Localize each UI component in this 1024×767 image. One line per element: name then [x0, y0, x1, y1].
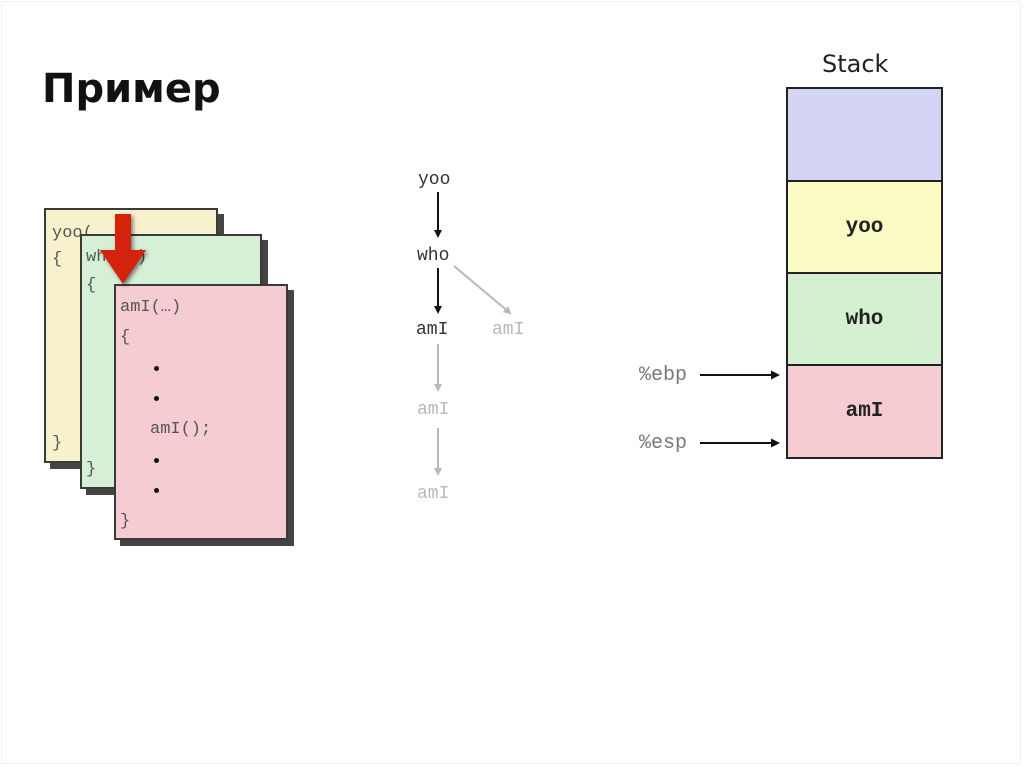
register-esp-label: %esp: [639, 432, 688, 455]
code-close-brace-ami: }: [120, 512, 131, 531]
code-open-brace-yoo: {: [52, 250, 63, 269]
tree-node-yoo: yoo: [418, 170, 451, 190]
tree-node-ami-recursive-1: amI: [417, 400, 450, 420]
register-ebp-label: %ebp: [639, 364, 688, 387]
ellipsis-dot: [154, 396, 159, 401]
tree-node-ami-sibling: amI: [492, 320, 525, 340]
ellipsis-dot: [154, 366, 159, 371]
code-header-ami: amI(…): [120, 298, 182, 317]
code-call-ami: amI();: [150, 420, 212, 439]
down-arrow-icon: [100, 214, 146, 284]
tree-node-ami-recursive-2: amI: [417, 484, 450, 504]
code-close-brace-yoo: }: [52, 434, 63, 453]
stack-frame-yoo: yoo: [786, 180, 943, 274]
stack-frame-label: who: [845, 307, 884, 331]
stack-frame-caller: [786, 87, 943, 182]
code-open-brace-ami: {: [120, 328, 131, 347]
stack-title: Stack: [822, 50, 889, 78]
ellipsis-dot: [154, 458, 159, 463]
slide-title: Пример: [42, 66, 221, 112]
ellipsis-dot: [154, 488, 159, 493]
code-open-brace-who: {: [86, 276, 97, 295]
code-close-brace-who: }: [86, 460, 97, 479]
stack-frame-who: who: [786, 272, 943, 366]
stack-frame-label: amI: [845, 400, 884, 423]
code-frame-ami: amI(…) { amI(); }: [114, 284, 288, 540]
stack-frame-ami: amI: [786, 364, 943, 459]
tree-edge-who-ami-sibling: [453, 265, 512, 315]
tree-node-who: who: [417, 246, 450, 266]
tree-node-ami: amI: [416, 320, 449, 340]
stack-frame-label: yoo: [845, 215, 884, 239]
